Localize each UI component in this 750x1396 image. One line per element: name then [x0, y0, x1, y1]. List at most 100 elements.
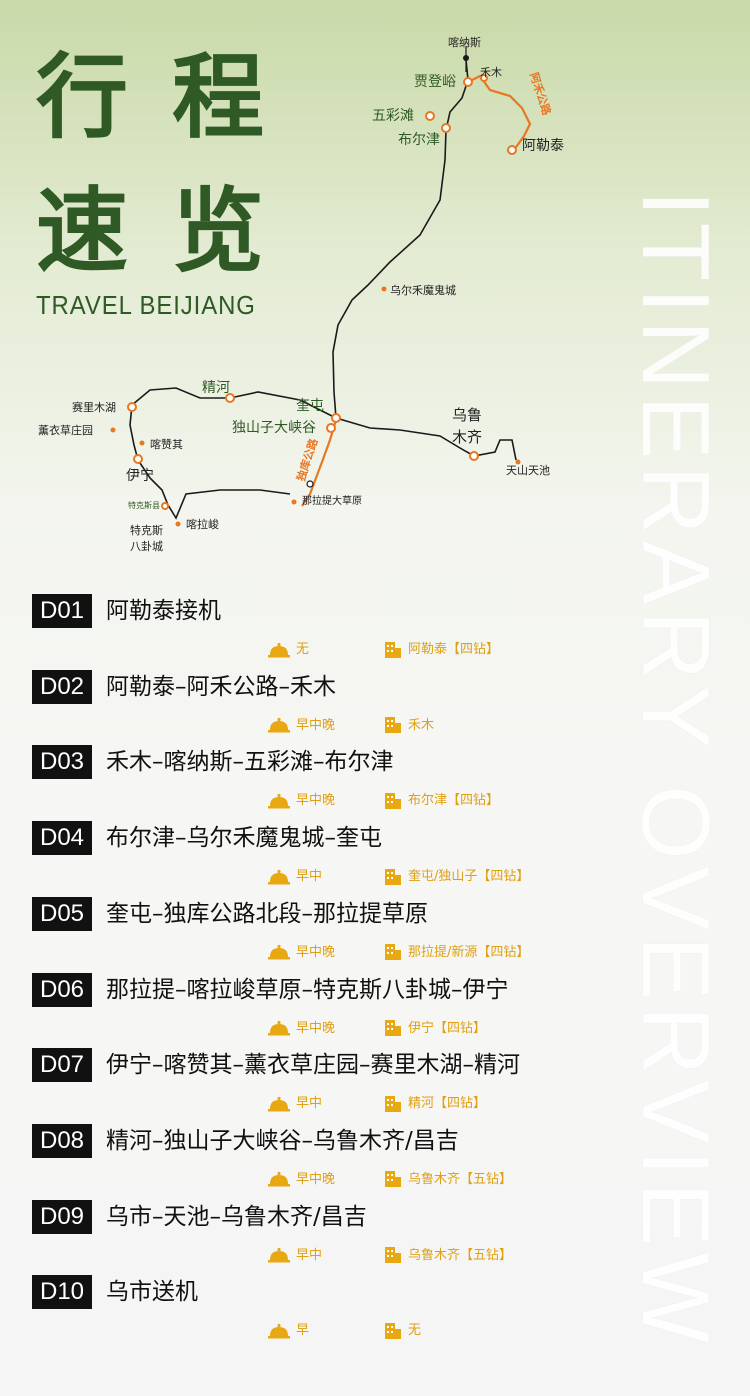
hotel-building-icon	[385, 717, 401, 734]
hotel-info: 乌鲁木齐【五钻】	[384, 1168, 512, 1189]
urumqi-marker	[469, 451, 479, 461]
meal-info: 早中晚	[268, 714, 335, 734]
hotel-text: 无	[408, 1323, 422, 1339]
meal-text: 早中晚	[296, 1020, 336, 1036]
day-route: 禾木–喀纳斯–五彩滩–布尔津	[106, 749, 394, 776]
ghost-city-marker	[381, 286, 387, 292]
hotel-text: 精河【四钻】	[408, 1096, 487, 1112]
hotel-info: 布尔津【四钻】	[384, 789, 499, 810]
meal-cloche-icon	[268, 1172, 290, 1187]
page-subtitle: TRAVEL BEIJIANG	[36, 290, 256, 320]
day-badge: D08	[32, 1123, 92, 1158]
meal-text: 早中	[296, 1247, 323, 1263]
meal-info: 早中晚	[268, 1168, 335, 1188]
route-line	[129, 59, 517, 520]
hotel-info: 禾木	[384, 714, 434, 735]
label-tekesi: 特克斯	[130, 523, 163, 537]
day-route: 阿勒泰–阿禾公路–禾木	[106, 673, 336, 700]
day-badge: D07	[32, 1048, 92, 1083]
day-route: 布尔津–乌尔禾魔鬼城–奎屯	[106, 825, 382, 852]
hotel-text: 乌鲁木齐【五钻】	[408, 1171, 513, 1187]
hotel-info: 乌鲁木齐【五钻】	[384, 1244, 512, 1265]
meal-info: 早	[268, 1319, 309, 1339]
jinghe-marker	[225, 393, 235, 403]
day-badge: D03	[32, 745, 92, 780]
label-dushanzi: 独山子大峡谷	[232, 420, 316, 436]
label-kanas: 喀纳斯	[448, 36, 481, 49]
buerjin-marker	[441, 123, 451, 133]
meal-text: 早中	[296, 869, 323, 885]
meal-info: 早中晚	[268, 789, 335, 809]
label-buerjin: 布尔津	[398, 132, 440, 148]
label-kuitun: 奎屯	[296, 398, 324, 414]
meal-cloche-icon	[268, 1247, 290, 1263]
day-route: 乌市送机	[106, 1279, 198, 1306]
hotel-info: 无	[384, 1319, 421, 1340]
meal-text: 早中	[296, 1096, 323, 1112]
label-yining: 伊宁	[126, 467, 154, 484]
jiadengyu-marker	[463, 77, 473, 87]
meal-text: 早	[296, 1323, 310, 1339]
hotel-building-icon	[385, 792, 401, 809]
label-wucaitan: 五彩滩	[372, 108, 414, 124]
meal-info: 早中晚	[268, 1017, 335, 1037]
meal-info: 早中	[268, 1092, 322, 1112]
meal-cloche-icon	[268, 793, 290, 809]
label-urumqi-1: 乌鲁	[452, 406, 482, 424]
duku-highway-line	[301, 419, 338, 507]
hotel-building-icon	[385, 1322, 401, 1339]
meal-text: 早中晚	[296, 717, 336, 733]
wucaitan-marker	[425, 111, 435, 121]
hotel-text: 奎屯/独山子【四钻】	[408, 869, 530, 885]
ahe-highway-line	[467, 74, 532, 151]
route-map: 喀纳斯 贾登峪 禾木 五彩滩 布尔津 阿勒泰 乌尔禾魔鬼城 精河 赛里木湖 薰衣…	[38, 36, 564, 553]
meal-cloche-icon	[268, 1323, 290, 1339]
dushanzi-marker	[326, 423, 336, 433]
meal-text: 早中晚	[296, 793, 336, 809]
label-kazanqi: 喀赞其	[150, 438, 183, 451]
lavender-marker	[110, 427, 116, 433]
day-route: 奎屯–独库公路北段–那拉提草原	[106, 900, 428, 927]
label-jiadengyu: 贾登峪	[414, 74, 456, 90]
meal-cloche-icon	[268, 718, 290, 733]
hotel-text: 布尔津【四钻】	[408, 793, 500, 809]
tekesi-marker	[161, 502, 169, 510]
hotel-building-icon	[385, 1247, 401, 1264]
nalati-marker	[291, 499, 297, 505]
kuitun-marker	[331, 413, 341, 423]
day-route: 伊宁–喀赞其–薰衣草庄园–赛里木湖–精河	[106, 1052, 520, 1079]
label-bagua-city: 八卦城	[130, 539, 163, 553]
day-route: 精河–独山子大峡谷–乌鲁木齐/昌吉	[106, 1127, 459, 1154]
hotel-info: 精河【四钻】	[384, 1092, 486, 1113]
label-tianchi: 天山天池	[506, 464, 550, 477]
hotel-building-icon	[385, 1020, 401, 1036]
day-badge: D10	[32, 1275, 92, 1310]
day-badge: D06	[32, 972, 92, 1007]
meal-cloche-icon	[268, 1096, 290, 1112]
day-route: 那拉提–喀拉峻草原–特克斯八卦城–伊宁	[106, 976, 509, 1003]
sailimu-marker	[127, 402, 137, 412]
meal-cloche-icon	[268, 642, 290, 657]
hotel-info: 阿勒泰【四钻】	[384, 638, 499, 659]
hotel-info: 奎屯/独山子【四钻】	[384, 865, 529, 886]
hotel-text: 阿勒泰【四钻】	[408, 642, 500, 657]
hotel-text: 伊宁【四钻】	[408, 1020, 487, 1036]
hotel-building-icon	[385, 944, 401, 961]
meal-info: 早中	[268, 1244, 322, 1264]
meal-text: 无	[296, 642, 310, 657]
meal-cloche-icon	[268, 869, 290, 885]
meal-cloche-icon	[268, 945, 290, 960]
meal-text: 早中晚	[296, 944, 336, 960]
label-jinghe: 精河	[202, 380, 230, 396]
label-nalati: 那拉提大草原	[302, 494, 362, 507]
label-aletai: 阿勒泰	[522, 138, 564, 154]
hotel-building-icon	[385, 1171, 401, 1188]
label-tekesi-county: 特克斯县	[128, 500, 160, 510]
label-sailimu: 赛里木湖	[72, 400, 116, 414]
hotel-info: 伊宁【四钻】	[384, 1017, 486, 1038]
day-badge: D09	[32, 1199, 92, 1234]
hotel-building-icon	[385, 1095, 401, 1112]
day-badge: D05	[32, 896, 92, 931]
meal-info: 早中	[268, 865, 322, 885]
tianchi-marker	[515, 459, 521, 465]
